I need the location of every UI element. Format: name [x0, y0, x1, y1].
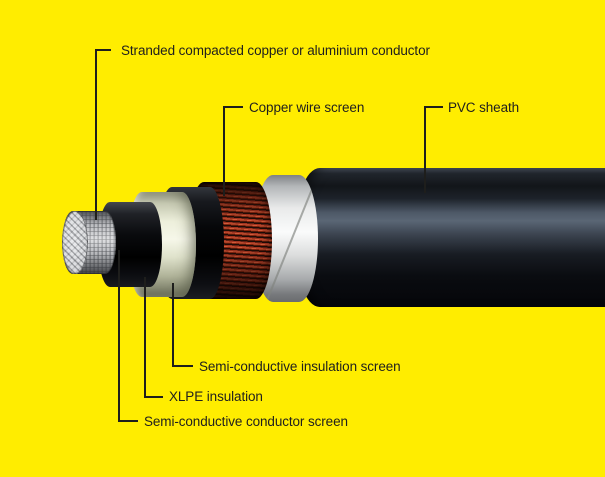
xlpe-leader-vertical [144, 277, 146, 398]
copper-screen-leader-vertical [223, 107, 225, 196]
conductor-strands-face [62, 211, 88, 274]
copper-screen-label: Copper wire screen [249, 100, 365, 115]
insulation-screen-leader-vertical [172, 283, 174, 367]
insulation-screen-leader-horizontal [172, 365, 193, 367]
conductor-screen-leader-vertical [118, 250, 120, 422]
conductor-strands-layer [62, 211, 116, 274]
pvc-sheath-leader-horizontal [424, 106, 443, 108]
pvc-sheath-leader-vertical [424, 107, 426, 193]
xlpe-label: XLPE insulation [169, 389, 263, 404]
conductor-leader-vertical [95, 50, 97, 220]
copper-screen-leader-horizontal [223, 106, 243, 108]
pvc-sheath-layer [294, 168, 605, 307]
pvc-sheath-label: PVC sheath [448, 100, 520, 115]
conductor-leader-horizontal [95, 49, 111, 51]
xlpe-leader-horizontal [144, 396, 163, 398]
conductor-screen-leader-horizontal [118, 420, 138, 422]
insulation-screen-label: Semi-conductive insulation screen [199, 359, 401, 374]
conductor-label: Stranded compacted copper or aluminium c… [121, 43, 430, 58]
conductor-screen-label: Semi-conductive conductor screen [144, 414, 348, 429]
